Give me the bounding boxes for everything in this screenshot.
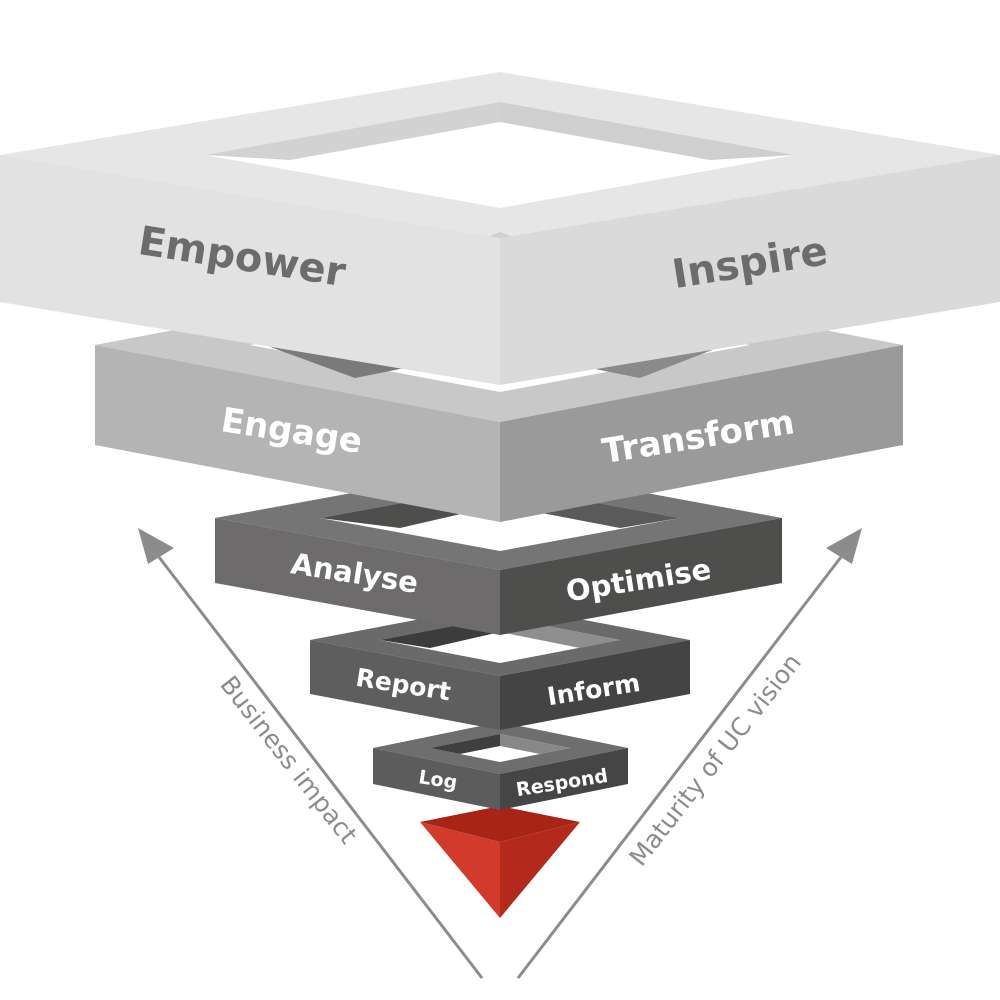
business-impact-arrow [138,528,484,979]
maturity-arrow [516,528,862,979]
level-report-inform [310,604,690,730]
pyramid-tip [420,806,580,918]
level-log-respond [373,722,628,810]
level-empower-inspire [0,72,1000,385]
